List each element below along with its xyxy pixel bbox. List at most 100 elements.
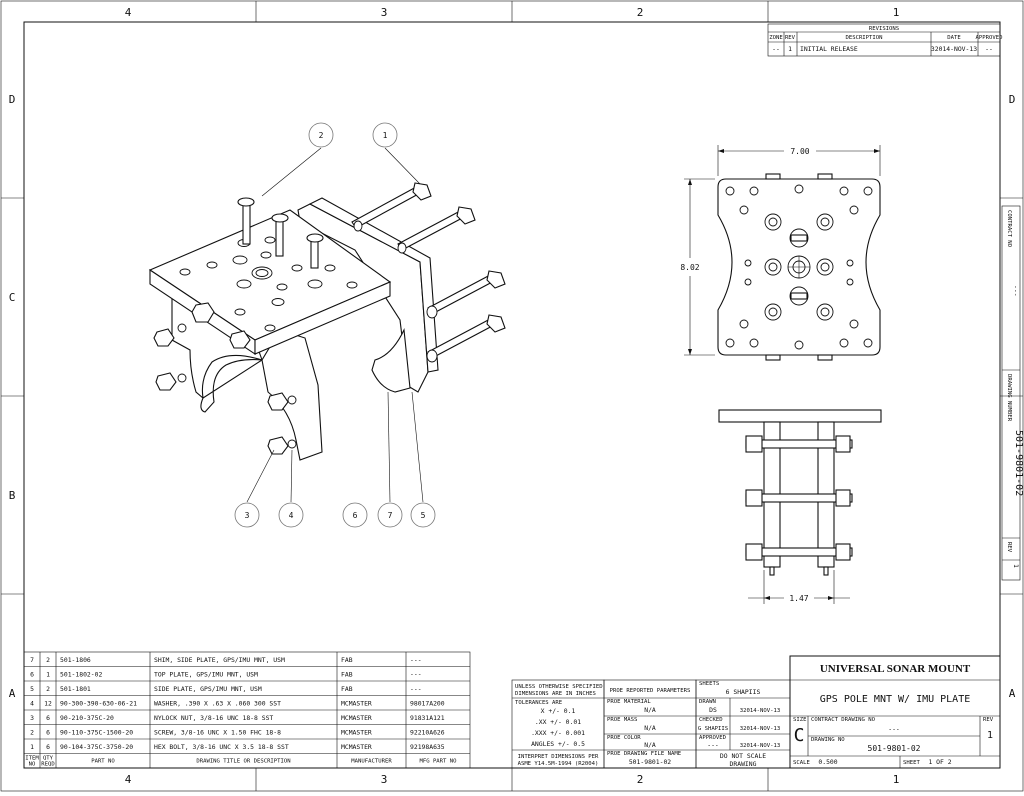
svg-text:5: 5 [421, 511, 426, 520]
zone-row-right-d: D [1009, 93, 1016, 106]
bom-cell: MCMASTER [341, 700, 372, 708]
drawn-date: 32014-NOV-13 [740, 708, 780, 714]
rev-number: 1 [788, 45, 792, 53]
bom-cell: SHIM, SIDE PLATE, GPS/IMU MNT, USM [154, 656, 285, 664]
svg-text:7: 7 [388, 511, 393, 520]
rev-header-date: DATE [947, 35, 961, 41]
size-value: C [794, 725, 805, 746]
proe-color-label: PROE COLOR [607, 735, 641, 741]
zone-row-left-a: A [9, 687, 16, 700]
dimension-height: 8.02 [680, 178, 715, 356]
sheets-value: 6 SHAPIIS [726, 688, 761, 696]
svg-text:3: 3 [245, 511, 250, 520]
bom-cell: MCMASTER [341, 714, 372, 722]
rev-header-description: DESCRIPTION [845, 35, 882, 41]
bom-header: DRAWING TITLE OR DESCRIPTION [196, 759, 290, 765]
bom-cell: 2 [46, 685, 50, 693]
bom-header: QTY [43, 756, 54, 762]
dimension-width: 7.00 [717, 145, 881, 176]
rev-approved: -- [985, 45, 993, 53]
side-strip-label-contract: CONTRACT NO [1006, 210, 1012, 248]
zone-col-bottom-4: 1 [893, 773, 900, 786]
checked-label: CHECKED [699, 717, 723, 723]
contract-drawing-value: --- [888, 725, 900, 733]
bom-header: NO [29, 762, 36, 768]
bom-cell: 5 [30, 685, 34, 693]
balloon-4: 4 [278, 502, 304, 528]
zone-col-bottom-1: 4 [125, 773, 132, 786]
balloon-3: 3 [234, 502, 260, 528]
bom-cell: --- [410, 656, 422, 664]
side-view: 1.47 [718, 409, 882, 604]
isometric-assembly-view [148, 182, 506, 461]
bom-cell: 90-104-375C-3750-20 [60, 743, 133, 751]
rev-description: INITIAL RELEASE [800, 45, 858, 53]
bom-cell: 90-210-375C-20 [60, 714, 114, 722]
rev-header-rev: REV [785, 35, 796, 41]
bom-cell: SCREW, 3/8-16 UNC X 1.50 FHC 18-8 [154, 729, 281, 737]
side-strip-rev-label: REV [1006, 542, 1012, 553]
bom-cell: 92210A626 [410, 729, 445, 737]
tolerance-2: .XX +/- 0.01 [535, 718, 581, 726]
bom-cell: 91831A121 [410, 714, 445, 722]
bom-header: MFG PART NO [419, 759, 457, 765]
dimension-thickness-label: 1.47 [789, 594, 808, 603]
scale-label: SCALE [793, 760, 810, 766]
sheet-label: SHEET [903, 760, 920, 766]
balloon-1: 1 [372, 122, 398, 148]
proe-drawing-file-label: PROE DRAWING FILE NAME [607, 751, 682, 757]
bom-cell: 98017A200 [410, 700, 445, 708]
balloon-leaders [246, 147, 424, 503]
size-label: SIZE [793, 717, 807, 723]
company-name: UNIVERSAL SONAR MOUNT [820, 663, 971, 675]
bom-cell: 6 [46, 743, 50, 751]
tolerance-3: .XXX +/- 0.001 [531, 729, 585, 737]
balloon-2: 2 [308, 122, 334, 148]
bom-cell: 92198A635 [410, 743, 445, 751]
bom-cell: MCMASTER [341, 743, 372, 751]
zone-col-top-1: 4 [125, 6, 132, 19]
sheet-value: 1 OF 2 [928, 758, 951, 766]
balloon-5: 5 [410, 502, 436, 528]
bom-cell: 12 [44, 700, 52, 708]
zone-row-right-a: A [1009, 687, 1016, 700]
bill-of-materials: 7 2 501-1806 SHIM, SIDE PLATE, GPS/IMU MNT,… [23, 651, 471, 769]
proe-material: N/A [644, 706, 656, 714]
side-strip-label-dwg: DRAWING NUMBER [1006, 374, 1012, 422]
svg-text:2: 2 [319, 131, 324, 140]
rev-header-approved: APPROVED [976, 35, 1004, 41]
signatures-block: SHEETS 6 SHAPIIS DRAWN DS 32014-NOV-13 C… [695, 679, 791, 769]
drawing-no-label: DRAWING NO [811, 737, 845, 743]
tolerance-line-1: UNLESS OTHERWISE SPECIFIED [515, 684, 603, 690]
checked-date: 32014-NOV-13 [740, 726, 780, 732]
bom-cell: 501-1806 [60, 656, 91, 664]
bom-cell: MCMASTER [341, 729, 372, 737]
bom-cell: --- [410, 685, 422, 693]
side-strip-contract: --- [1012, 285, 1020, 297]
zone-row-left-d: D [9, 93, 16, 106]
bom-cell: HEX BOLT, 3/8-16 UNC X 3.5 18-8 SST [154, 743, 289, 751]
bom-cell: 6 [46, 714, 50, 722]
contract-drawing-label: CONTRACT DRAWING NO [811, 717, 876, 723]
rev-date: 32014-NOV-13 [931, 45, 977, 53]
rev-value: 1 [987, 730, 993, 741]
tolerance-label: TOLERANCES ARE [515, 700, 563, 706]
proe-params-title: PROE REPORTED PARAMETERS [610, 688, 691, 694]
bom-cell: --- [410, 671, 422, 679]
bom-cell: SIDE PLATE, GPS/IMU MNT, USM [154, 685, 262, 693]
revisions-block: REVISIONS ZONE REV DESCRIPTION DATE APPR… [767, 23, 1004, 57]
bom-cell: FAB [341, 656, 353, 664]
scale-value: 0.500 [818, 758, 837, 766]
bom-cell: 7 [30, 656, 34, 664]
checked-by: G SHAPIIS [698, 726, 728, 732]
bom-cell: 501-1801 [60, 685, 91, 693]
approved-by: --- [707, 741, 719, 749]
zone-col-top-3: 2 [637, 6, 644, 19]
bom-cell: TOP PLATE, GPS/IMU MNT, USM [154, 671, 258, 679]
zone-row-left-b: B [9, 489, 16, 502]
zone-col-bottom-3: 2 [637, 773, 644, 786]
bom-cell: 6 [30, 671, 34, 679]
bom-header: REQD [41, 762, 55, 768]
